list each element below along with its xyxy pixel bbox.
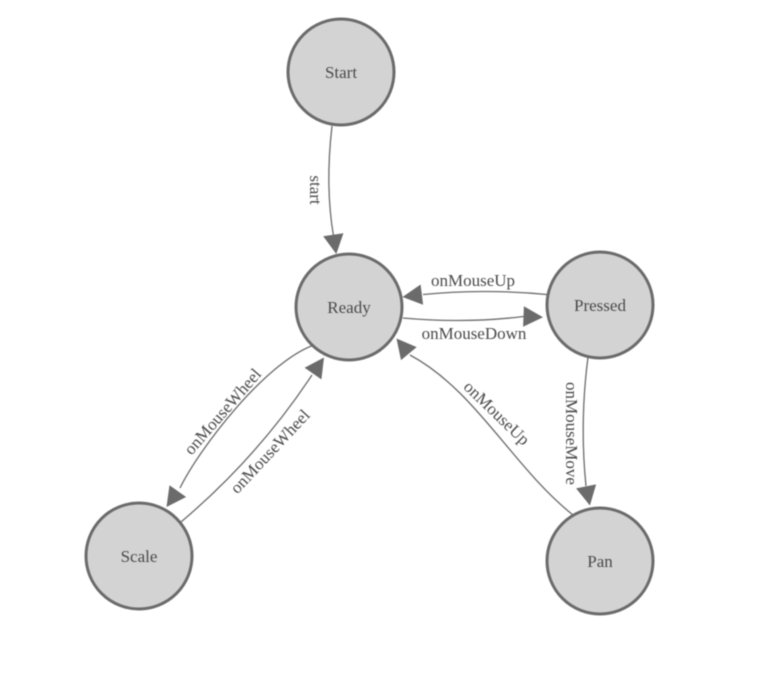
svg-text:Pressed: Pressed — [574, 296, 626, 315]
svg-text:onMouseMove: onMouseMove — [562, 382, 581, 485]
svg-text:Scale: Scale — [121, 547, 158, 566]
svg-text:Pan: Pan — [587, 552, 613, 571]
svg-text:onMouseUp: onMouseUp — [431, 271, 515, 290]
svg-text:Ready: Ready — [327, 298, 371, 317]
svg-text:onMouseDown: onMouseDown — [422, 324, 527, 343]
svg-text:start: start — [306, 175, 325, 205]
svg-text:Start: Start — [325, 63, 357, 82]
